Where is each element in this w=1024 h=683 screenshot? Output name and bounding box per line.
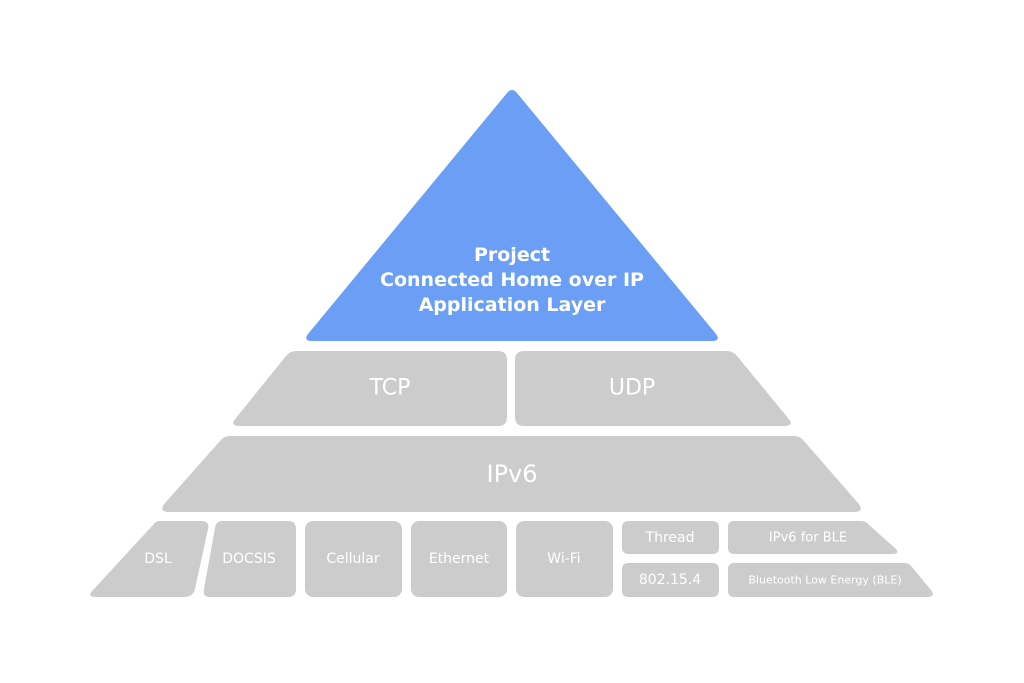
docsis-block: [203, 521, 296, 597]
ipv6-block: [162, 436, 861, 512]
wifi-label: Wi-Fi: [547, 551, 580, 567]
tcp-label: TCP: [369, 376, 411, 401]
ipv6-ble-block: [728, 521, 898, 554]
thread-block: [622, 521, 719, 554]
wifi-block: [516, 521, 613, 597]
tcp-block: [233, 351, 507, 426]
network-layer: IPv6: [162, 436, 861, 512]
apex-title-line-1: Project: [474, 244, 550, 266]
ethernet-block: [411, 521, 507, 597]
transport-layer: TCP UDP: [233, 351, 791, 426]
link-layer: DSL DOCSIS Cellular Ethernet Wi-Fi Threa…: [90, 521, 933, 597]
ble-label: Bluetooth Low Energy (BLE): [748, 574, 901, 587]
ethernet-label: Ethernet: [429, 551, 490, 567]
ble-block: [728, 563, 933, 597]
docsis-label: DOCSIS: [222, 551, 276, 567]
cellular-label: Cellular: [326, 551, 380, 567]
apex-title-line-2: Connected Home over IP: [380, 269, 644, 291]
apex-title-line-3: Application Layer: [419, 294, 606, 316]
ipv6-label: IPv6: [486, 460, 537, 488]
cellular-block: [305, 521, 402, 597]
dsl-label: DSL: [144, 551, 172, 567]
thread-label: Thread: [645, 530, 695, 546]
udp-label: UDP: [609, 376, 655, 401]
ieee-802154-label: 802.15.4: [639, 572, 701, 588]
ieee-802154-block: [622, 563, 719, 597]
application-layer-apex: Project Connected Home over IP Applicati…: [306, 90, 718, 341]
ipv6-ble-label: IPv6 for BLE: [769, 531, 847, 546]
udp-block: [515, 351, 791, 426]
dsl-block: [90, 521, 209, 597]
apex-triangle: [306, 90, 718, 341]
